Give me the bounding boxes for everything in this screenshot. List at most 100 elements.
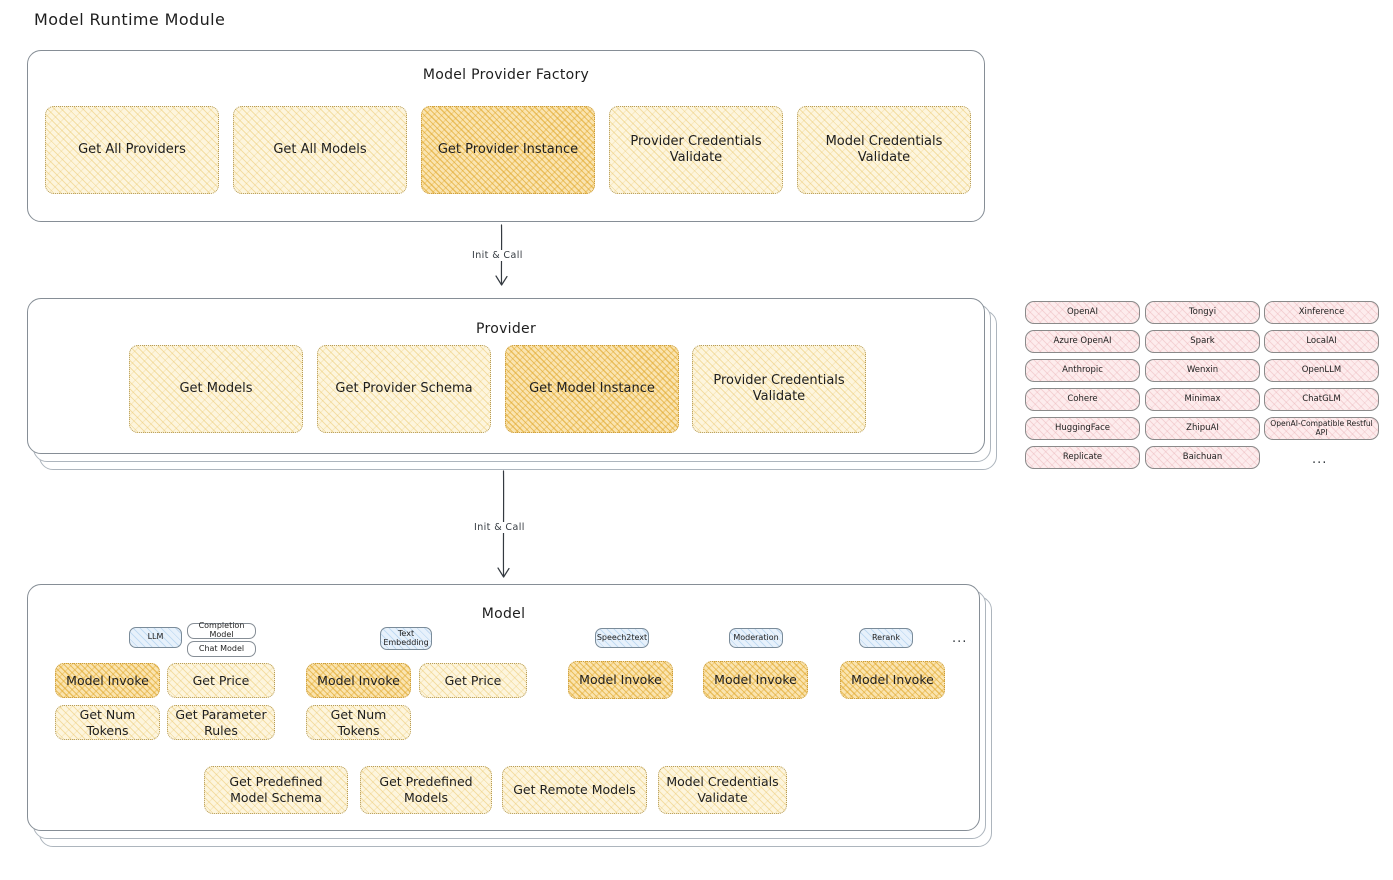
model-subtype-chip-completion-model[interactable]: Completion Model: [187, 621, 256, 639]
box-label: Provider Credentials Validate: [713, 372, 845, 404]
chip-label: Tongyi: [1188, 306, 1217, 317]
model-method-moderation-model-invoke[interactable]: Model Invoke: [703, 661, 808, 699]
chip-label: LocalAI: [1306, 335, 1337, 346]
factory-title: Model Provider Factory: [422, 67, 590, 83]
arrow-label: Init & Call: [469, 250, 526, 261]
model-shared-method-model-credentials-validate[interactable]: Model Credentials Validate: [658, 766, 787, 814]
box-label: Model Credentials Validate: [666, 774, 779, 805]
chip-label: Replicate: [1062, 451, 1103, 462]
provider-box-get-provider-schema[interactable]: Get Provider Schema: [317, 345, 491, 433]
factory-box-get-all-providers[interactable]: Get All Providers: [45, 106, 219, 194]
type-label: Text Embedding: [383, 628, 429, 647]
chip-label: OpenAI: [1066, 306, 1099, 317]
box-label: Get Price: [444, 672, 502, 688]
box-label: Model Invoke: [579, 672, 662, 688]
provider-chip-zhipuai[interactable]: ZhipuAI: [1145, 417, 1260, 440]
provider-chip-replicate[interactable]: Replicate: [1025, 446, 1140, 469]
model-shared-method-get-predefined-model-schema[interactable]: Get Predefined Model Schema: [204, 766, 348, 814]
model-method-rerank-model-invoke[interactable]: Model Invoke: [840, 661, 945, 699]
chip-label: Baichuan: [1182, 451, 1223, 462]
provider-title: Provider: [475, 321, 537, 337]
chip-label: OpenLLM: [1301, 364, 1342, 375]
subtype-label: Completion Model: [198, 621, 245, 639]
model-type-chip-speech2text[interactable]: Speech2text: [595, 628, 649, 648]
model-method-text-embedding-get-num-tokens[interactable]: Get Num Tokens: [306, 705, 411, 740]
model-method-text-embedding-model-invoke[interactable]: Model Invoke: [306, 663, 411, 698]
model-subtype-chip-chat-model[interactable]: Chat Model: [187, 641, 256, 657]
factory-box-model-credentials-validate[interactable]: Model Credentials Validate: [797, 106, 971, 194]
chip-label: ZhipuAI: [1186, 422, 1219, 433]
box-label: Get Provider Schema: [335, 380, 473, 396]
box-label: Model Invoke: [714, 672, 797, 688]
provider-chip-cohere[interactable]: Cohere: [1025, 388, 1140, 411]
chip-label: Azure OpenAI: [1053, 335, 1112, 346]
model-method-llm-get-num-tokens[interactable]: Get Num Tokens: [55, 705, 160, 740]
provider-chip-xinference[interactable]: Xinference: [1264, 301, 1379, 324]
box-label: Get Num Tokens: [330, 706, 387, 738]
factory-box-get-provider-instance[interactable]: Get Provider Instance: [421, 106, 595, 194]
model-type-chip-rerank[interactable]: Rerank: [859, 628, 913, 648]
subtype-label: Chat Model: [198, 643, 245, 653]
box-label: Model Invoke: [66, 672, 149, 688]
provider-chip-openllm[interactable]: OpenLLM: [1264, 359, 1379, 382]
model-method-text-embedding-get-price[interactable]: Get Price: [419, 663, 527, 698]
arrow-provider-to-model: Init & Call: [470, 470, 540, 582]
box-label: Get Provider Instance: [437, 141, 579, 157]
box-label: Get Remote Models: [513, 782, 636, 798]
box-label: Model Credentials Validate: [825, 133, 943, 165]
box-label: Get Predefined Models: [379, 774, 473, 805]
provider-box-provider-credentials-validate[interactable]: Provider Credentials Validate: [692, 345, 866, 433]
model-type-chip-llm[interactable]: LLM: [129, 627, 182, 648]
chip-label: ChatGLM: [1302, 393, 1341, 404]
box-label: Get Parameter Rules: [175, 706, 267, 738]
model-shared-method-get-predefined-models[interactable]: Get Predefined Models: [360, 766, 492, 814]
box-label: Model Invoke: [851, 672, 934, 688]
chip-label: Wenxin: [1186, 364, 1219, 375]
provider-box-get-models[interactable]: Get Models: [129, 345, 303, 433]
model-method-llm-model-invoke[interactable]: Model Invoke: [55, 663, 160, 698]
model-type-chip-text-embedding[interactable]: Text Embedding: [380, 627, 432, 650]
provider-chip-tongyi[interactable]: Tongyi: [1145, 301, 1260, 324]
chip-label: HuggingFace: [1055, 422, 1110, 433]
page-title: Model Runtime Module: [34, 10, 226, 29]
provider-chip-openai[interactable]: OpenAI: [1025, 301, 1140, 324]
provider-list-more-ellipsis: ...: [1312, 452, 1328, 467]
type-label: Speech2text: [596, 632, 648, 642]
model-title: Model: [481, 606, 526, 622]
provider-chip-openai-compatible-restful-api[interactable]: OpenAI-Compatible Restful API: [1264, 417, 1379, 440]
type-label: LLM: [147, 632, 164, 642]
provider-box-get-model-instance[interactable]: Get Model Instance: [505, 345, 679, 433]
arrow-factory-to-provider: Init & Call: [469, 224, 540, 290]
model-method-llm-get-parameter-rules[interactable]: Get Parameter Rules: [167, 705, 275, 740]
box-label: Get Model Instance: [529, 380, 655, 396]
type-label: Moderation: [733, 632, 779, 642]
model-method-llm-get-price[interactable]: Get Price: [167, 663, 275, 698]
model-type-chip-moderation[interactable]: Moderation: [729, 628, 783, 648]
model-shared-method-get-remote-models[interactable]: Get Remote Models: [502, 766, 647, 814]
chip-label: Xinference: [1298, 306, 1345, 317]
chip-label: Minimax: [1184, 393, 1221, 404]
provider-chip-spark[interactable]: Spark: [1145, 330, 1260, 353]
box-label: Get Num Tokens: [79, 706, 136, 738]
box-label: Get All Models: [273, 141, 367, 157]
box-label: Provider Credentials Validate: [630, 133, 762, 165]
factory-box-provider-credentials-validate[interactable]: Provider Credentials Validate: [609, 106, 783, 194]
provider-chip-wenxin[interactable]: Wenxin: [1145, 359, 1260, 382]
chip-label: OpenAI-Compatible Restful API: [1270, 418, 1373, 437]
factory-box-get-all-models[interactable]: Get All Models: [233, 106, 407, 194]
provider-chip-minimax[interactable]: Minimax: [1145, 388, 1260, 411]
model-method-speech2text-model-invoke[interactable]: Model Invoke: [568, 661, 673, 699]
provider-chip-localai[interactable]: LocalAI: [1264, 330, 1379, 353]
provider-chip-baichuan[interactable]: Baichuan: [1145, 446, 1260, 469]
chip-label: Spark: [1190, 335, 1215, 346]
box-label: Get Price: [192, 672, 250, 688]
provider-chip-chatglm[interactable]: ChatGLM: [1264, 388, 1379, 411]
provider-chip-huggingface[interactable]: HuggingFace: [1025, 417, 1140, 440]
chip-label: Anthropic: [1062, 364, 1103, 375]
box-label: Model Invoke: [317, 672, 400, 688]
type-label: Rerank: [871, 632, 900, 642]
provider-chip-azure-openai[interactable]: Azure OpenAI: [1025, 330, 1140, 353]
model-groups-more-ellipsis: ...: [952, 631, 968, 646]
provider-chip-anthropic[interactable]: Anthropic: [1025, 359, 1140, 382]
box-label: Get Models: [179, 380, 253, 396]
